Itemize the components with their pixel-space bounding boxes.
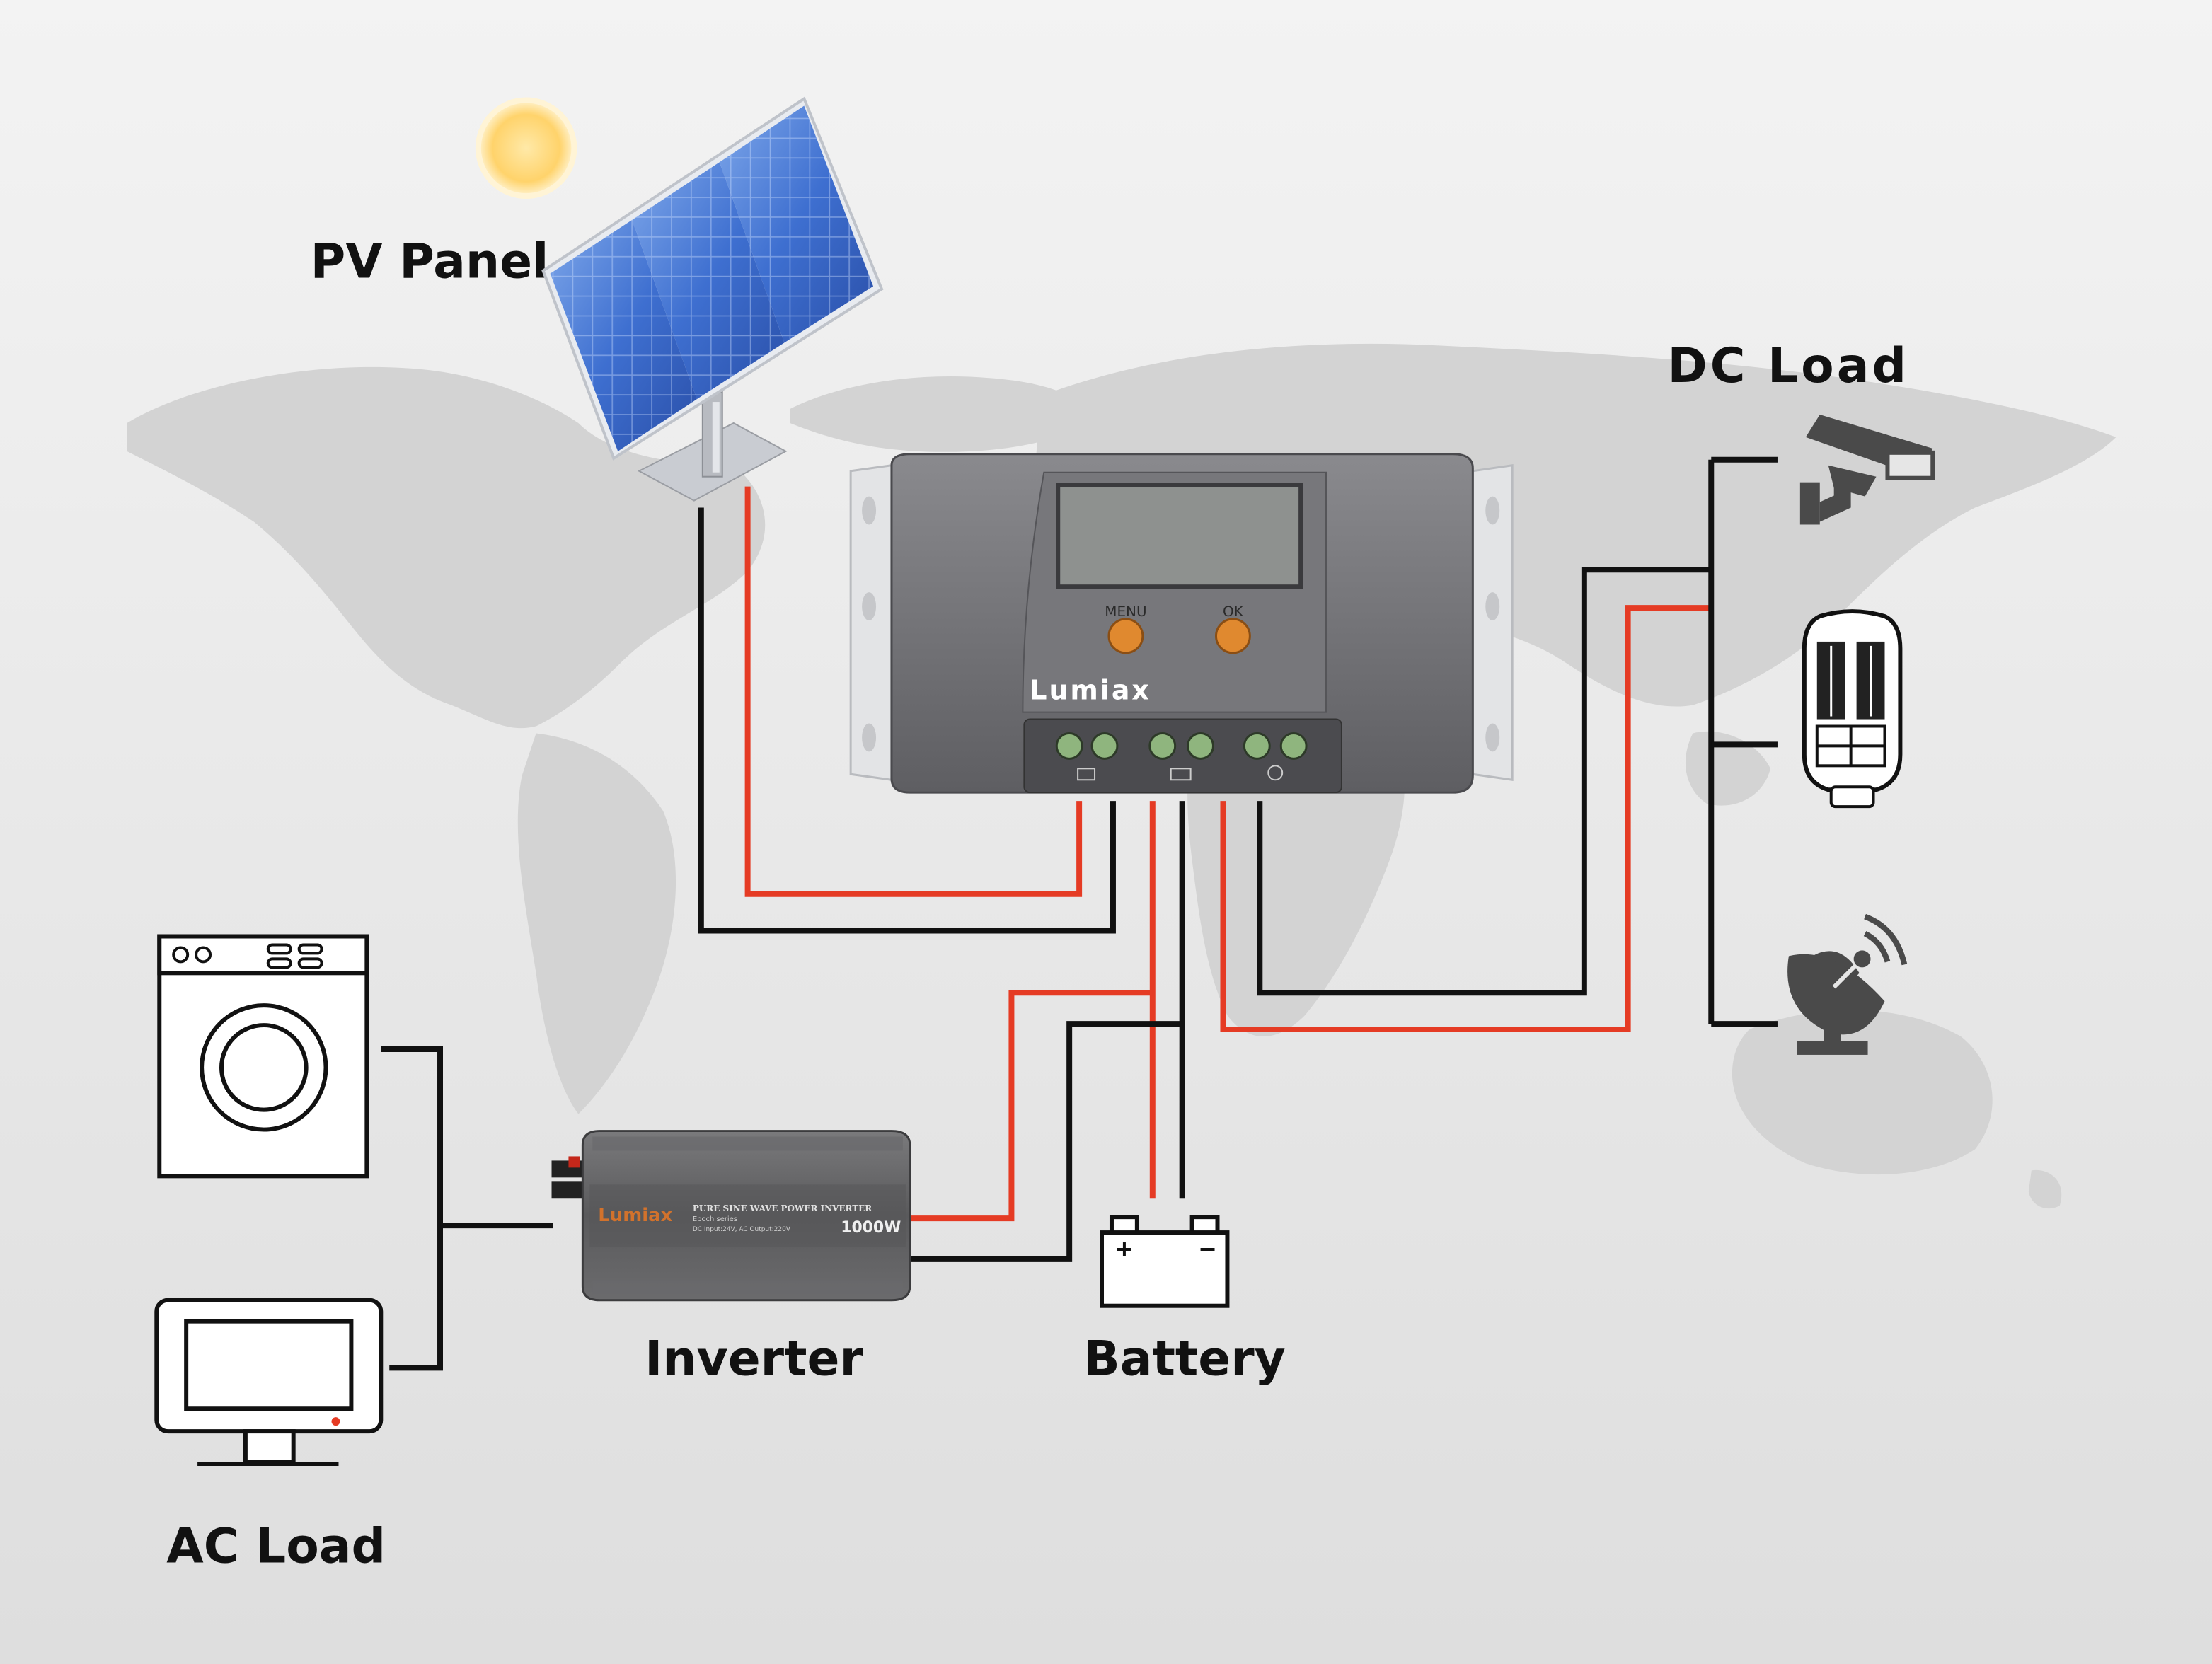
menu-button-label: MENU (1105, 603, 1146, 620)
inverter-title: PURE SINE WAVE POWER INVERTER (693, 1203, 872, 1213)
inverter-brand: Lumiax (598, 1205, 672, 1226)
solar-panel-icon (541, 96, 884, 502)
terminals (1055, 732, 1308, 781)
street-light-icon (1802, 609, 1903, 809)
satellite-dish-icon (1787, 913, 1908, 1055)
dc-load-label: DC Load (1667, 337, 1909, 393)
inverter-power: 1000W (841, 1219, 901, 1237)
inverter-specs: DC Input:24V, AC Output:220V (693, 1226, 791, 1233)
inverter-label: Inverter (645, 1330, 863, 1386)
menu-button[interactable] (1107, 618, 1144, 654)
inverter-device: Lumiax PURE SINE WAVE POWER INVERTER Epo… (551, 1130, 911, 1302)
sun-icon (475, 97, 577, 200)
ok-button[interactable] (1215, 618, 1251, 654)
washing-machine-icon (157, 934, 369, 1179)
battery-label: Battery (1083, 1330, 1286, 1386)
lcd-screen (1056, 483, 1303, 589)
monitor-icon (154, 1298, 384, 1466)
inverter-series: Epoch series (693, 1215, 737, 1223)
controller-brand: Lumiax (1030, 675, 1151, 706)
charge-controller: MENU OK Lumiax (849, 453, 1514, 794)
ok-button-label: OK (1223, 603, 1244, 620)
battery-icon (1100, 1215, 1230, 1308)
pv-panel-label: PV Panel (311, 233, 549, 289)
security-camera-icon (1799, 415, 1935, 525)
ac-load-label: AC Load (166, 1518, 386, 1573)
wiring (381, 456, 1778, 1371)
